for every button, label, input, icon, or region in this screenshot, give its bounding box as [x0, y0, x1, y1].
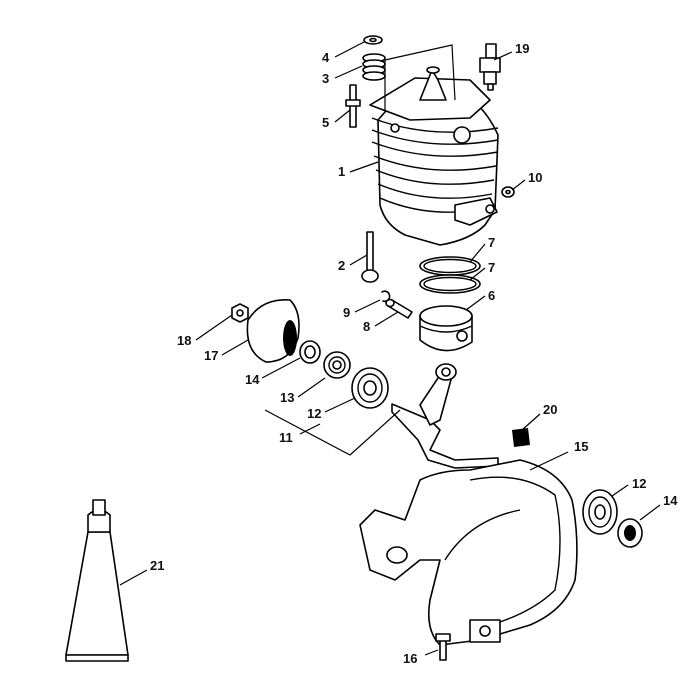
- callout-17: 17: [204, 348, 218, 363]
- callout-13: 13: [280, 390, 294, 405]
- decompression-valve-part: [361, 231, 379, 283]
- piston-rings-part: [419, 256, 481, 294]
- callout-6: 6: [488, 288, 495, 303]
- crankshaft-part: [391, 363, 499, 469]
- callout-3: 3: [322, 71, 329, 86]
- callout-1: 1: [338, 164, 345, 179]
- ball-bearing-right-part: [582, 489, 618, 535]
- callout-9: 9: [343, 305, 350, 320]
- callout-19: 19: [515, 41, 529, 56]
- callout-20: 20: [543, 402, 557, 417]
- callout-14a: 14: [245, 372, 260, 387]
- callout-2: 2: [338, 258, 345, 273]
- leader-lines: [119, 41, 661, 656]
- piston-pin-part: [385, 298, 413, 319]
- grease-tube-part: [65, 499, 129, 662]
- oil-seal-part: [617, 518, 643, 548]
- spark-plug-part: [479, 43, 501, 91]
- valve-retainer-part: [363, 35, 383, 45]
- callout-16: 16: [403, 651, 417, 666]
- callout-12a: 12: [307, 406, 321, 421]
- callout-15: 15: [574, 439, 588, 454]
- callout-7b: 7: [488, 260, 495, 275]
- callout-10: 10: [528, 170, 542, 185]
- screw-part: [435, 633, 451, 661]
- ball-bearing-left-part: [351, 367, 389, 409]
- callout-labels: 1 2 3 4 5 6 7 7 8 9 10 11 12 12 13 14 14…: [150, 41, 678, 666]
- pinion-gear-part: [323, 351, 351, 379]
- valve-spring-part: [362, 53, 386, 81]
- crankcase-part: [359, 459, 578, 646]
- needle-cage-part: [299, 340, 321, 364]
- circlip-part: [381, 290, 391, 303]
- callout-8: 8: [363, 319, 370, 334]
- hex-nut-part: [231, 303, 249, 323]
- fan-wheel-part: [246, 299, 300, 363]
- callout-4: 4: [322, 50, 330, 65]
- cylinder-part: [369, 44, 499, 246]
- callout-18: 18: [177, 333, 191, 348]
- callout-5: 5: [322, 115, 329, 130]
- callout-14b: 14: [663, 493, 678, 508]
- piston-part: [419, 305, 473, 352]
- washer-part: [501, 186, 515, 198]
- callout-7a: 7: [488, 235, 495, 250]
- callout-12b: 12: [632, 476, 646, 491]
- callout-21: 21: [150, 558, 164, 573]
- callout-11: 11: [279, 430, 293, 445]
- gasket-block-part: [512, 428, 530, 447]
- stud-bolt-part: [345, 84, 361, 128]
